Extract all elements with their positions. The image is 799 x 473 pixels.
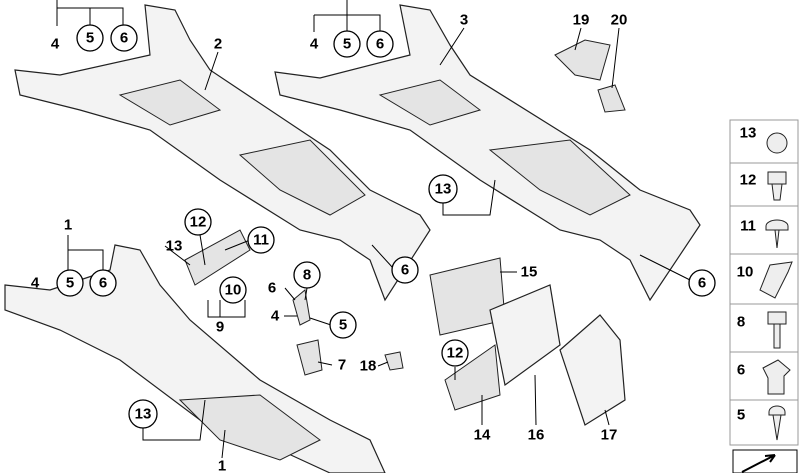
callout-20: 20 [611,12,628,29]
callout-9: 9 [216,319,224,336]
fastener-label: 6 [737,362,745,379]
callout-3: 3 [460,12,468,29]
fastener-legend: 13 12 11 10 8 6 5 [729,119,799,473]
panel-part-17 [559,314,626,426]
callout-15: 15 [521,264,538,281]
clip-nut-icon [762,359,791,395]
center-console-part-1 [4,244,386,473]
callout-5: 5 [66,275,74,292]
center-console-part-2 [14,4,431,302]
callout-8: 8 [303,267,311,284]
fastener-label: 11 [740,218,756,235]
callout-6: 6 [401,262,409,279]
part-6-clip [292,289,311,326]
callout-10: 10 [225,282,242,299]
center-console-part-3 [274,4,701,302]
bolt-icon [767,311,787,349]
screw-icon [765,219,789,249]
callout-4: 4 [31,275,40,292]
callout-14: 14 [474,427,491,444]
bolt-icon [767,171,787,201]
callout-1: 1 [218,458,226,473]
part-19 [554,39,611,81]
nut-icon [766,132,788,154]
callout-6: 6 [698,275,706,292]
callout-6: 6 [376,36,384,53]
callout-16: 16 [528,427,545,444]
callout-6: 6 [99,275,107,292]
callout-4: 4 [271,308,280,325]
part-18 [384,351,404,371]
bracket-part-14 [444,344,501,411]
callout-13: 13 [166,238,183,255]
callout-5: 5 [343,36,351,53]
callout-13: 13 [435,181,452,198]
leader-lines [56,0,691,459]
callout-12: 12 [190,214,207,231]
direction-arrow-box [732,449,798,473]
fastener-label: 12 [740,172,757,189]
fastener-label: 13 [740,125,757,142]
arrow-icon [741,454,776,473]
clip-icon [759,261,793,299]
callout-6: 6 [268,280,276,297]
callout-4: 4 [51,36,60,53]
cover-part-16 [489,284,561,387]
callout-6: 6 [120,30,128,47]
callout-4: 4 [310,36,319,53]
callout-2: 2 [214,36,222,53]
callout-18: 18 [360,358,377,375]
part-7 [296,339,323,376]
bracket-part-9 [184,229,251,286]
fastener-label: 10 [737,264,754,281]
part-20 [597,84,626,113]
callout-19: 19 [573,12,590,29]
callout-5: 5 [339,317,347,334]
callout-1: 1 [64,217,72,234]
fastener-label: 5 [737,407,745,424]
tapping-screw-icon [768,405,786,441]
callout-13: 13 [135,406,152,423]
callout-17: 17 [601,427,618,444]
callout-5: 5 [86,30,94,47]
callout-11: 11 [253,232,269,249]
callout-12: 12 [447,345,464,362]
fastener-label: 8 [737,314,745,331]
callout-7: 7 [338,357,346,374]
